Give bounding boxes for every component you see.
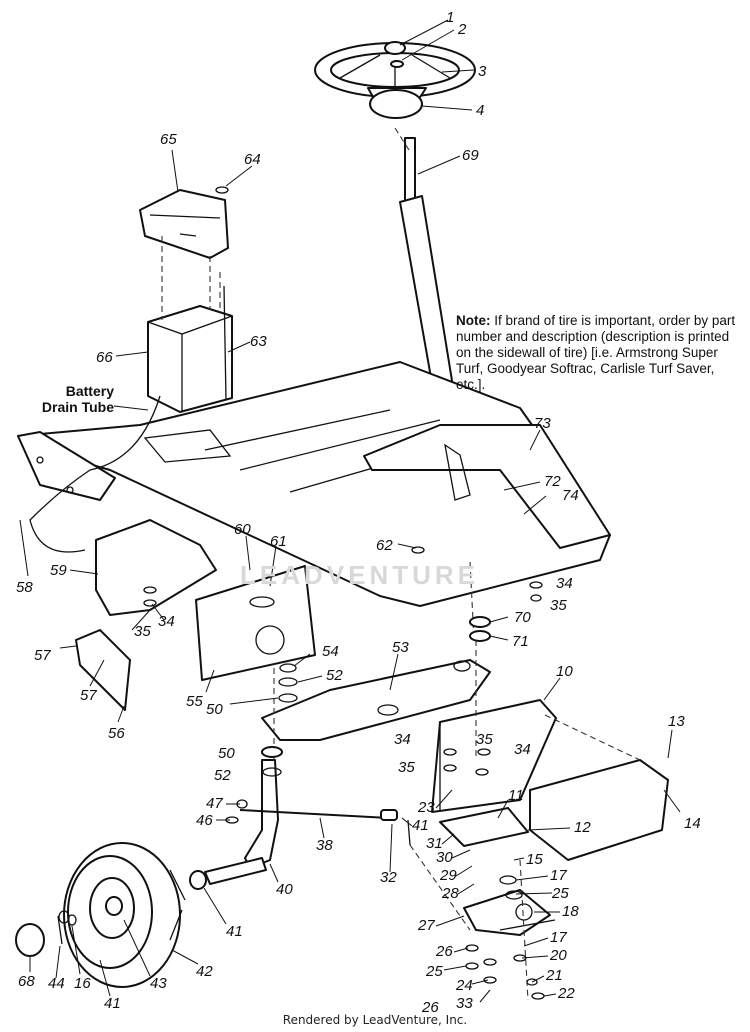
note-label: Note: (456, 313, 491, 328)
leadventure-watermark: LEADVENTURE (240, 560, 480, 590)
label-4: 4 (476, 102, 484, 119)
label-35c: 35 (398, 759, 415, 776)
leader-lines (19, 19, 681, 1003)
label-26a: 26 (435, 943, 453, 960)
label-42a: 41 (226, 923, 243, 940)
label-13: 13 (668, 713, 685, 730)
steering-gear (439, 807, 556, 936)
label-24: 24 (455, 977, 473, 994)
label-34a: 34 (158, 613, 175, 630)
label-70: 70 (514, 609, 531, 626)
label-56: 56 (108, 725, 125, 742)
label-42b: 41 (104, 995, 121, 1012)
label-21: 21 (545, 967, 563, 984)
right-bracket (431, 699, 669, 861)
tire-brand-note: Note: If brand of tire is important, ord… (456, 313, 746, 393)
battery-assembly (29, 189, 233, 553)
fasteners (58, 186, 545, 1000)
label-15: 15 (526, 851, 543, 868)
label-34c: 34 (394, 731, 411, 748)
label-60: 60 (234, 521, 251, 538)
label-52b: 52 (214, 767, 231, 784)
label-38: 32 (380, 869, 397, 886)
label-65: 65 (160, 131, 177, 148)
label-50b: 50 (218, 745, 235, 762)
label-26b: 26 (421, 999, 439, 1016)
label-17a: 17 (550, 867, 567, 884)
front-wheel (15, 842, 186, 988)
label-59: 59 (50, 562, 67, 579)
label-40: 38 (316, 837, 333, 854)
label-22: 22 (557, 985, 575, 1002)
label-27: 27 (417, 917, 435, 934)
label-63: 63 (250, 333, 267, 350)
spindle-and-drag-link (204, 759, 411, 885)
label-18: 18 (562, 903, 579, 920)
label-41: 40 (276, 881, 293, 898)
label-35b: 35 (550, 597, 567, 614)
label-10: 10 (556, 663, 573, 680)
label-30: 30 (436, 849, 453, 866)
label-58: 58 (16, 579, 33, 596)
label-73: 73 (534, 415, 551, 432)
label-20: 20 (549, 947, 567, 964)
callout-line-2: Drain Tube (41, 399, 114, 415)
label-16: 16 (74, 975, 91, 992)
note-text: If brand of tire is important, order by … (456, 313, 736, 392)
label-28: 28 (441, 885, 459, 902)
label-66: 66 (96, 349, 113, 366)
label-53: 53 (392, 639, 409, 656)
label-17b: 17 (550, 929, 567, 946)
chassis-frame (17, 361, 611, 607)
callout-line-1: Battery (65, 383, 114, 399)
battery-drain-tube-callout: Battery Drain Tube (30, 383, 114, 415)
front-axle (261, 659, 491, 741)
label-62: 62 (376, 537, 393, 554)
label-71: 71 (512, 633, 529, 650)
label-46: 44 (48, 975, 65, 992)
label-34b: 34 (556, 575, 573, 592)
label-11: 11 (508, 787, 524, 804)
label-12: 12 (574, 819, 591, 836)
label-31: 31 (426, 835, 443, 852)
label-34d: 34 (514, 741, 531, 758)
label-50a: 50 (206, 701, 223, 718)
rendered-by-footer: Rendered by LeadVenture, Inc. (282, 1013, 468, 1027)
label-32: 41 (412, 817, 429, 834)
label-68: 68 (18, 973, 35, 990)
label-1: 1 (446, 9, 454, 26)
label-3: 3 (478, 63, 487, 80)
label-54: 54 (322, 643, 339, 660)
label-25a: 25 (551, 885, 569, 902)
label-43: 42 (196, 963, 213, 980)
label-55: 55 (186, 693, 203, 710)
steering-wheel (314, 41, 476, 119)
label-23: 23 (417, 799, 435, 816)
part-labels: 1 2 3 4 69 65 64 66 63 73 72 74 62 60 61… (16, 9, 701, 1016)
label-69: 69 (462, 147, 479, 164)
label-74: 74 (562, 487, 579, 504)
label-52a: 52 (326, 667, 343, 684)
label-14: 14 (684, 815, 701, 832)
label-25b: 25 (425, 963, 443, 980)
label-48: 47 (206, 795, 223, 812)
left-side-cover (75, 519, 316, 711)
label-35d: 35 (476, 731, 493, 748)
label-2: 2 (457, 21, 467, 38)
label-47: 46 (196, 812, 213, 829)
label-57a: 57 (34, 647, 51, 664)
front-left-bracket (17, 431, 116, 501)
label-57b: 57 (80, 687, 97, 704)
label-29: 29 (439, 867, 457, 884)
label-44: 43 (150, 975, 167, 992)
label-64: 64 (244, 151, 261, 168)
label-61: 61 (270, 533, 287, 550)
label-33: 33 (456, 995, 473, 1012)
label-35a: 35 (134, 623, 151, 640)
assembly-lines (219, 127, 529, 1001)
label-72: 72 (544, 473, 561, 490)
